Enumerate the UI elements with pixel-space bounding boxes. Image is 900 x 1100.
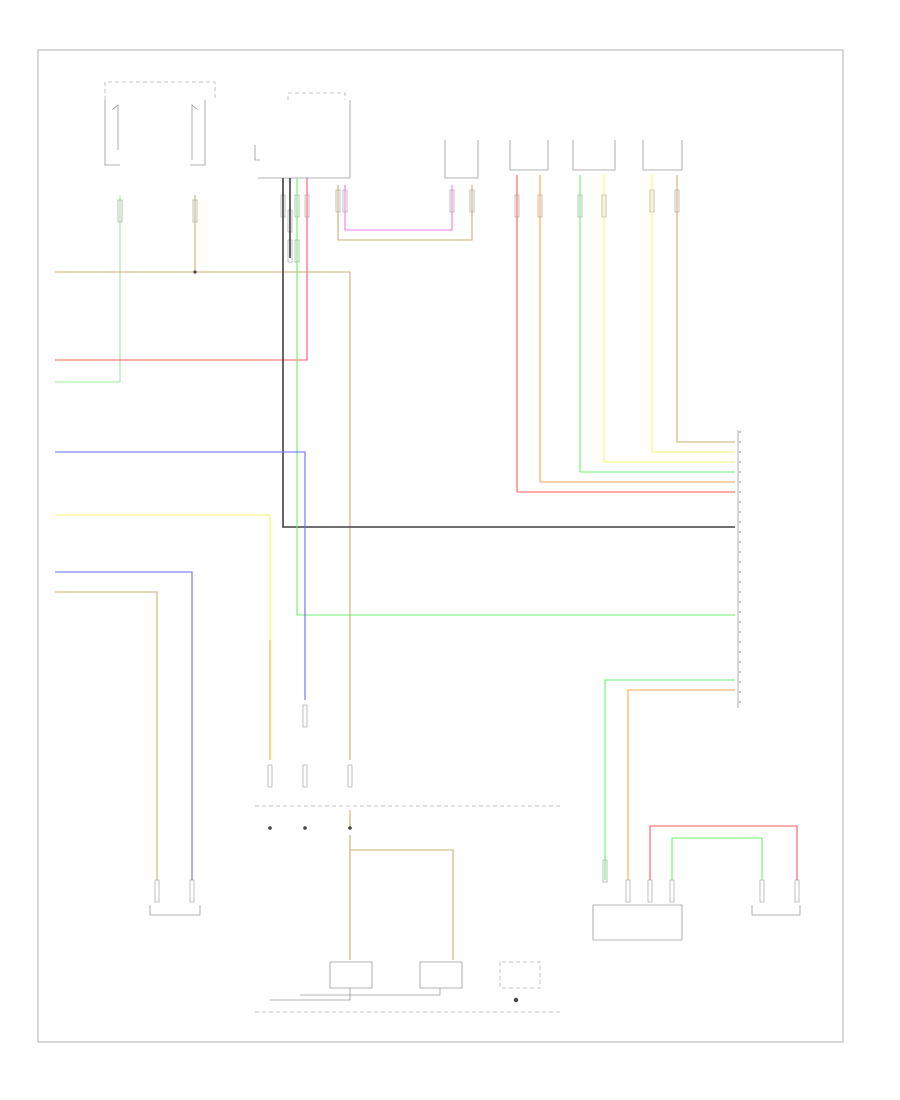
module-pin-5 [739, 471, 741, 473]
module-pin-19 [739, 611, 741, 613]
top-connectors [117, 189, 800, 903]
connector-plug-22 [189, 879, 195, 903]
top-left-component [104, 81, 216, 166]
module-pin-18 [739, 601, 741, 603]
top-sensor-b [572, 140, 616, 171]
top-center-module [254, 92, 351, 179]
wire-tan-2 [55, 195, 196, 273]
module-pin-14 [739, 561, 741, 563]
module-pin-13 [739, 551, 741, 553]
connector-plug-19 [302, 764, 308, 788]
wire-red-15 [516, 175, 735, 493]
wire-orange-22 [627, 689, 735, 880]
wires [55, 175, 798, 960]
module-pin-3 [739, 451, 741, 453]
module-pin-6 [739, 481, 741, 483]
wire-tan-14 [337, 185, 473, 241]
connector-plug-21 [154, 879, 160, 903]
wire-tan-3 [195, 271, 351, 760]
module-pin-20 [739, 621, 741, 623]
wire-green-24 [671, 837, 763, 880]
terminal-3 [348, 826, 352, 830]
wire-blue-11 [55, 571, 193, 880]
connector-plug-20 [347, 764, 353, 788]
terminal-2 [303, 826, 307, 830]
wire-black-5 [282, 178, 735, 528]
module-pin-4 [739, 461, 741, 463]
connector-plug-27 [759, 879, 765, 903]
module-pin-28 [739, 701, 741, 703]
top-sensor-a [509, 140, 549, 171]
module-pin-22 [739, 641, 741, 643]
bottom-terminals [268, 826, 352, 830]
module-pin-11 [739, 531, 741, 533]
diagram-frame [37, 49, 844, 1043]
module-pin-1 [739, 431, 741, 433]
connector-plug-24 [625, 879, 631, 903]
wire-green-7 [296, 178, 735, 616]
top-sensor-c [642, 140, 683, 171]
wire-blue-8 [55, 451, 306, 700]
wire-red-4 [55, 178, 308, 361]
wire-yellow-18 [603, 175, 735, 463]
module-pin-2 [739, 441, 741, 443]
module-pin-8 [739, 501, 741, 503]
connector-plug-28 [794, 879, 800, 903]
wire-orange-16 [539, 175, 735, 483]
wire-pink-13 [344, 185, 453, 231]
connector-plug-25 [647, 879, 653, 903]
module-pin-24 [739, 661, 741, 663]
module-pin-26 [739, 681, 741, 683]
terminal-1 [268, 826, 272, 830]
module-pin-7 [739, 491, 741, 493]
bottom-ground-block [270, 961, 541, 1001]
bottom-right-component-a [592, 904, 683, 941]
module-pin-10 [739, 521, 741, 523]
module-pin-27 [739, 691, 741, 693]
wire-green-21 [604, 679, 735, 880]
right-module-connector [737, 430, 741, 708]
wire-yellow-19 [651, 175, 735, 453]
wire-yellow-9 [55, 514, 271, 760]
module-pin-17 [739, 591, 741, 593]
module-pin-15 [739, 571, 741, 573]
wire-tan-12 [55, 591, 158, 880]
wire-tan-20 [676, 175, 735, 443]
connector-plug-26 [669, 879, 675, 903]
top-switch-component [444, 140, 479, 179]
wire-green-17 [579, 175, 735, 473]
bottom-right-component-b [751, 905, 801, 916]
connector-plug-17 [267, 764, 273, 788]
module-pin-9 [739, 511, 741, 513]
wire-red-23 [649, 825, 798, 880]
module-pin-25 [739, 671, 741, 673]
module-pin-23 [739, 651, 741, 653]
splice-dot [193, 270, 197, 274]
module-pin-12 [739, 541, 741, 543]
module-pin-16 [739, 581, 741, 583]
module-pin-21 [739, 631, 741, 633]
ground-dot [513, 997, 519, 1003]
bottom-left-component [149, 905, 201, 916]
wire-tan-26 [350, 849, 454, 960]
connector-plug-18 [302, 704, 308, 728]
wire-ltgreen-1 [55, 195, 121, 383]
